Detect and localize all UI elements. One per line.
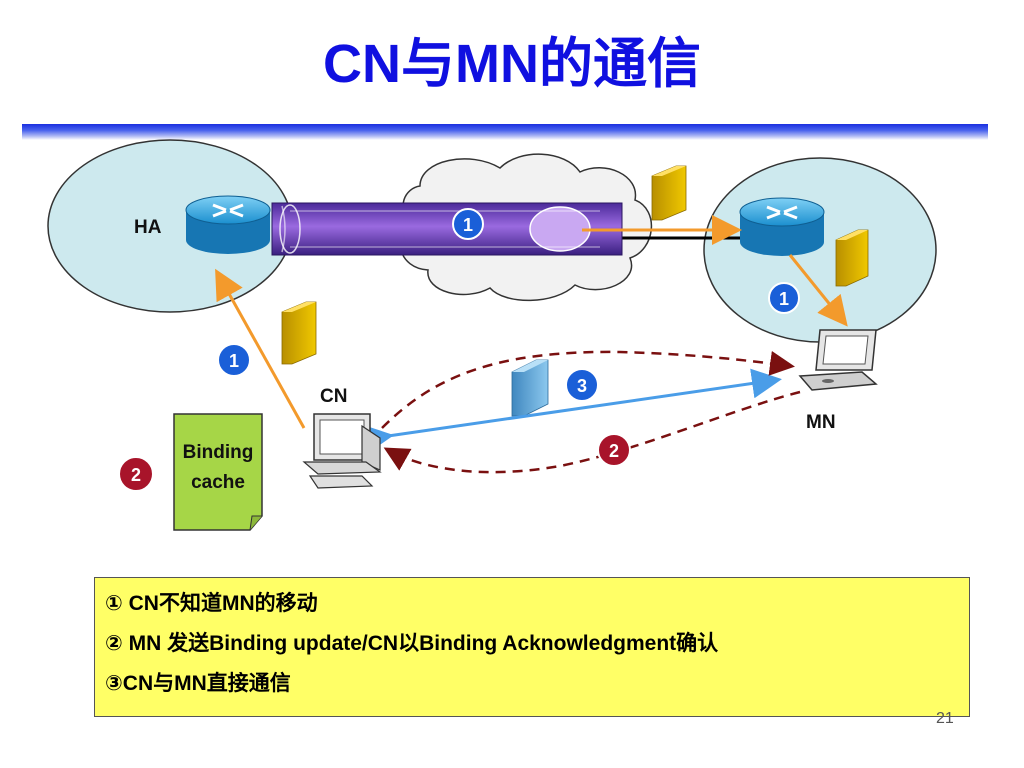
foreign-network-ellipse xyxy=(703,157,937,343)
ha-router-icon xyxy=(185,195,271,254)
slide-title: CN与MN的通信 xyxy=(323,34,701,94)
svg-text:1: 1 xyxy=(779,289,789,309)
page-number: 21 xyxy=(936,710,954,727)
step-badge: 1 xyxy=(768,282,800,314)
foreign-router-icon xyxy=(739,197,825,256)
step-badge: 1 xyxy=(217,343,251,377)
binding-update-path xyxy=(383,390,801,474)
tunnel xyxy=(271,202,623,256)
ha-label: HA xyxy=(134,217,162,238)
title-divider xyxy=(22,124,988,140)
note-step-2: ② MN 发送Binding update/CN以Binding Acknowl… xyxy=(105,632,719,655)
cn-label: CN xyxy=(320,386,347,407)
direct-communication-arrow xyxy=(362,368,782,455)
packet-icon xyxy=(281,301,317,365)
packet-icon xyxy=(835,229,869,287)
binding-cache-document: Binding cache xyxy=(173,413,263,531)
cn-to-ha-arrow xyxy=(215,268,306,429)
step-badge: 1 xyxy=(452,208,484,240)
mn-label: MN xyxy=(806,412,836,433)
svg-text:3: 3 xyxy=(577,376,587,396)
notes-box: ① CN不知道MN的移动 ② MN 发送Binding update/CN以Bi… xyxy=(94,577,970,717)
desktop-computer-icon xyxy=(302,413,382,489)
step-badge: 2 xyxy=(597,433,631,467)
binding-ack-path xyxy=(381,350,795,429)
router-to-mn-arrow xyxy=(788,254,848,327)
step-badge: 3 xyxy=(565,368,599,402)
svg-text:2: 2 xyxy=(609,441,619,461)
binding-cache-label: cache xyxy=(191,472,245,493)
binding-cache-label: Binding xyxy=(183,442,254,463)
laptop-icon xyxy=(798,329,878,391)
step-badge: 2 xyxy=(118,456,154,492)
svg-text:1: 1 xyxy=(229,351,239,371)
packet-icon xyxy=(651,165,687,221)
note-step-3: ③CN与MN直接通信 xyxy=(105,672,291,695)
note-step-1: ① CN不知道MN的移动 xyxy=(105,592,318,615)
svg-text:1: 1 xyxy=(463,215,473,235)
svg-text:2: 2 xyxy=(131,465,141,485)
